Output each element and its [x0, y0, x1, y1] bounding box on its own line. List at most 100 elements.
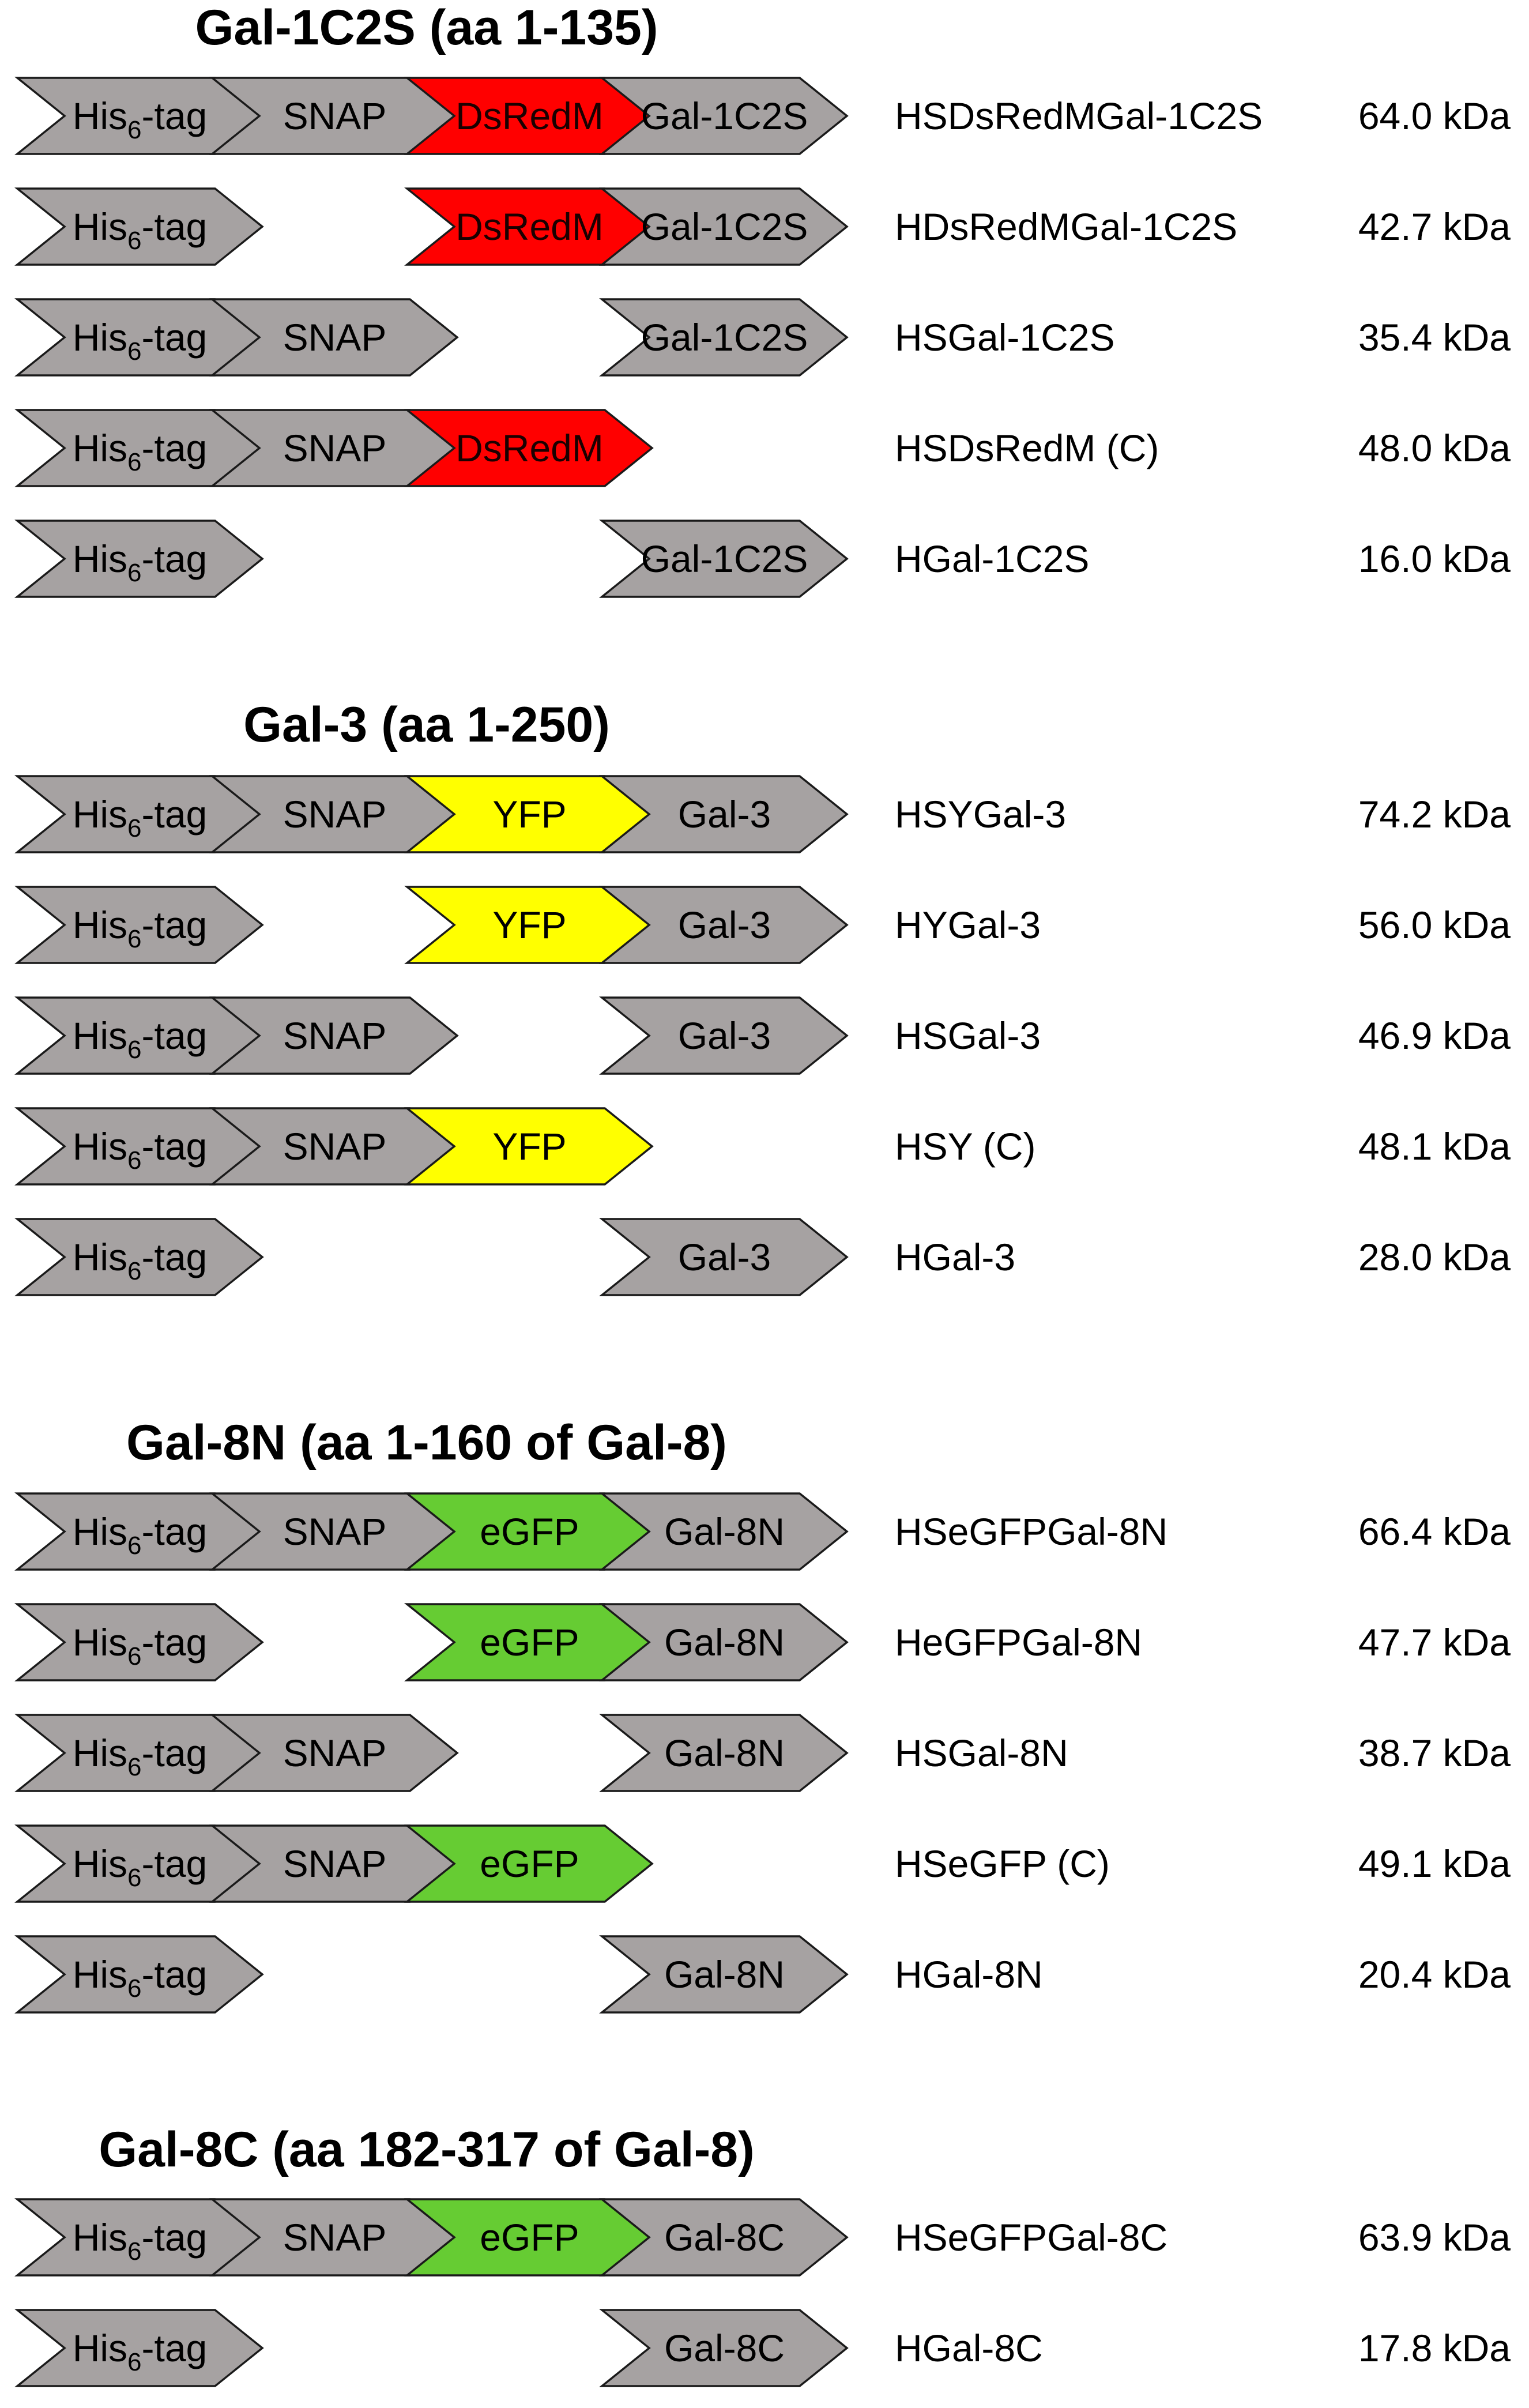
dsredm-label: DsRedM	[455, 95, 604, 137]
snap-label: SNAP	[283, 793, 387, 836]
egfp-label: eGFP	[480, 1510, 579, 1553]
group-title: Gal-3 (aa 1-250)	[243, 697, 610, 752]
construct-name: HeGFPGal-8N	[895, 1621, 1142, 1664]
molecular-mass: 48.0 kDa	[1358, 427, 1511, 469]
construct-name: HGal-8N	[895, 1953, 1043, 1996]
molecular-mass: 63.9 kDa	[1358, 2216, 1511, 2259]
construct-row: His6-tag SNAP DsRedM HSDsRedM (C) 48.0 kDa	[14, 409, 1511, 487]
his-tag-label: His6-tag	[73, 1236, 208, 1285]
target-domain-arrow	[599, 1603, 849, 1681]
molecular-mass: 35.4 kDa	[1358, 316, 1511, 359]
target-domain-arrow	[599, 1935, 849, 2014]
snap-domain-arrow	[209, 1714, 459, 1792]
target-label: Gal-8C	[664, 2327, 785, 2369]
his-tag-label: His6-tag	[73, 205, 208, 255]
target-label: Gal-1C2S	[641, 205, 808, 248]
snap-label: SNAP	[283, 1732, 387, 1774]
target-label: Gal-8C	[664, 2216, 785, 2259]
target-label: Gal-3	[678, 904, 771, 946]
yfp-label: YFP	[492, 1125, 566, 1168]
his-tag-label: His6-tag	[73, 904, 208, 953]
target-domain-arrow	[599, 775, 849, 853]
target-domain-arrow	[599, 996, 849, 1075]
construct-name: HSYGal-3	[895, 793, 1066, 836]
group-title: Gal-1C2S (aa 1-135)	[195, 0, 658, 55]
egfp-label: eGFP	[480, 2216, 579, 2259]
snap-domain-arrow	[209, 298, 459, 377]
construct-name: HSGal-8N	[895, 1732, 1068, 1774]
construct-name: HSDsRedM (C)	[895, 427, 1159, 469]
his-domain-arrow	[14, 2309, 264, 2387]
his-tag-label: His6-tag	[73, 2216, 208, 2266]
construct-name: HGal-8C	[895, 2327, 1043, 2369]
egfp-domain-arrow	[404, 1824, 654, 1903]
molecular-mass: 28.0 kDa	[1358, 1236, 1511, 1278]
molecular-mass: 64.0 kDa	[1358, 95, 1511, 137]
snap-label: SNAP	[283, 427, 387, 469]
snap-label: SNAP	[283, 1125, 387, 1168]
target-label: Gal-8N	[664, 1621, 785, 1664]
egfp-label: eGFP	[480, 1621, 579, 1664]
target-label: Gal-3	[678, 1236, 771, 1278]
his-domain-arrow	[14, 1935, 264, 2014]
his-domain-arrow	[14, 1603, 264, 1681]
target-domain-arrow	[599, 298, 849, 377]
target-domain-arrow	[599, 1218, 849, 1296]
his-tag-label: His6-tag	[73, 1732, 208, 1781]
target-domain-arrow	[599, 2309, 849, 2387]
yfp-label: YFP	[492, 793, 566, 836]
target-label: Gal-1C2S	[641, 95, 808, 137]
egfp-label: eGFP	[480, 1842, 579, 1885]
target-domain-arrow	[599, 187, 849, 266]
molecular-mass: 74.2 kDa	[1358, 793, 1511, 836]
yfp-domain-arrow	[404, 1107, 654, 1186]
molecular-mass: 47.7 kDa	[1358, 1621, 1511, 1664]
molecular-mass: 16.0 kDa	[1358, 537, 1511, 580]
dsredm-domain-arrow	[404, 409, 654, 487]
snap-domain-arrow	[209, 996, 459, 1075]
snap-label: SNAP	[283, 1510, 387, 1553]
construct-name: HSeGFP (C)	[895, 1842, 1110, 1885]
target-label: Gal-8N	[664, 1732, 785, 1774]
his-tag-label: His6-tag	[73, 1510, 208, 1560]
construct-row: His6-tag SNAP Gal-8N HSGal-8N 38.7 kDa	[14, 1714, 1511, 1792]
group-title: Gal-8C (aa 182-317 of Gal-8)	[99, 2122, 755, 2177]
dsredm-label: DsRedM	[455, 205, 604, 248]
dsredm-label: DsRedM	[455, 427, 604, 469]
his-tag-label: His6-tag	[73, 2327, 208, 2376]
snap-label: SNAP	[283, 2216, 387, 2259]
construct-name: HYGal-3	[895, 904, 1041, 946]
target-domain-arrow	[599, 520, 849, 598]
target-label: Gal-3	[678, 1014, 771, 1057]
construct-row: His6-tag SNAP eGFP Gal-8C HSeGFPGal-8C 63.9 k…	[14, 2198, 1511, 2277]
molecular-mass: 42.7 kDa	[1358, 205, 1511, 248]
target-label: Gal-3	[678, 793, 771, 836]
construct-name: HSGal-1C2S	[895, 316, 1114, 359]
snap-label: SNAP	[283, 1014, 387, 1057]
target-label: Gal-1C2S	[641, 537, 808, 580]
his-tag-label: His6-tag	[73, 427, 208, 476]
his-tag-label: His6-tag	[73, 1621, 208, 1670]
construct-name: HSDsRedMGal-1C2S	[895, 95, 1263, 137]
molecular-mass: 38.7 kDa	[1358, 1732, 1511, 1774]
target-label: Gal-8N	[664, 1953, 785, 1996]
construct-name: HSeGFPGal-8C	[895, 2216, 1168, 2259]
snap-label: SNAP	[283, 95, 387, 137]
his-tag-label: His6-tag	[73, 537, 208, 587]
his-tag-label: His6-tag	[73, 316, 208, 366]
his-domain-arrow	[14, 520, 264, 598]
construct-name: HDsRedMGal-1C2S	[895, 205, 1237, 248]
molecular-mass: 48.1 kDa	[1358, 1125, 1511, 1168]
